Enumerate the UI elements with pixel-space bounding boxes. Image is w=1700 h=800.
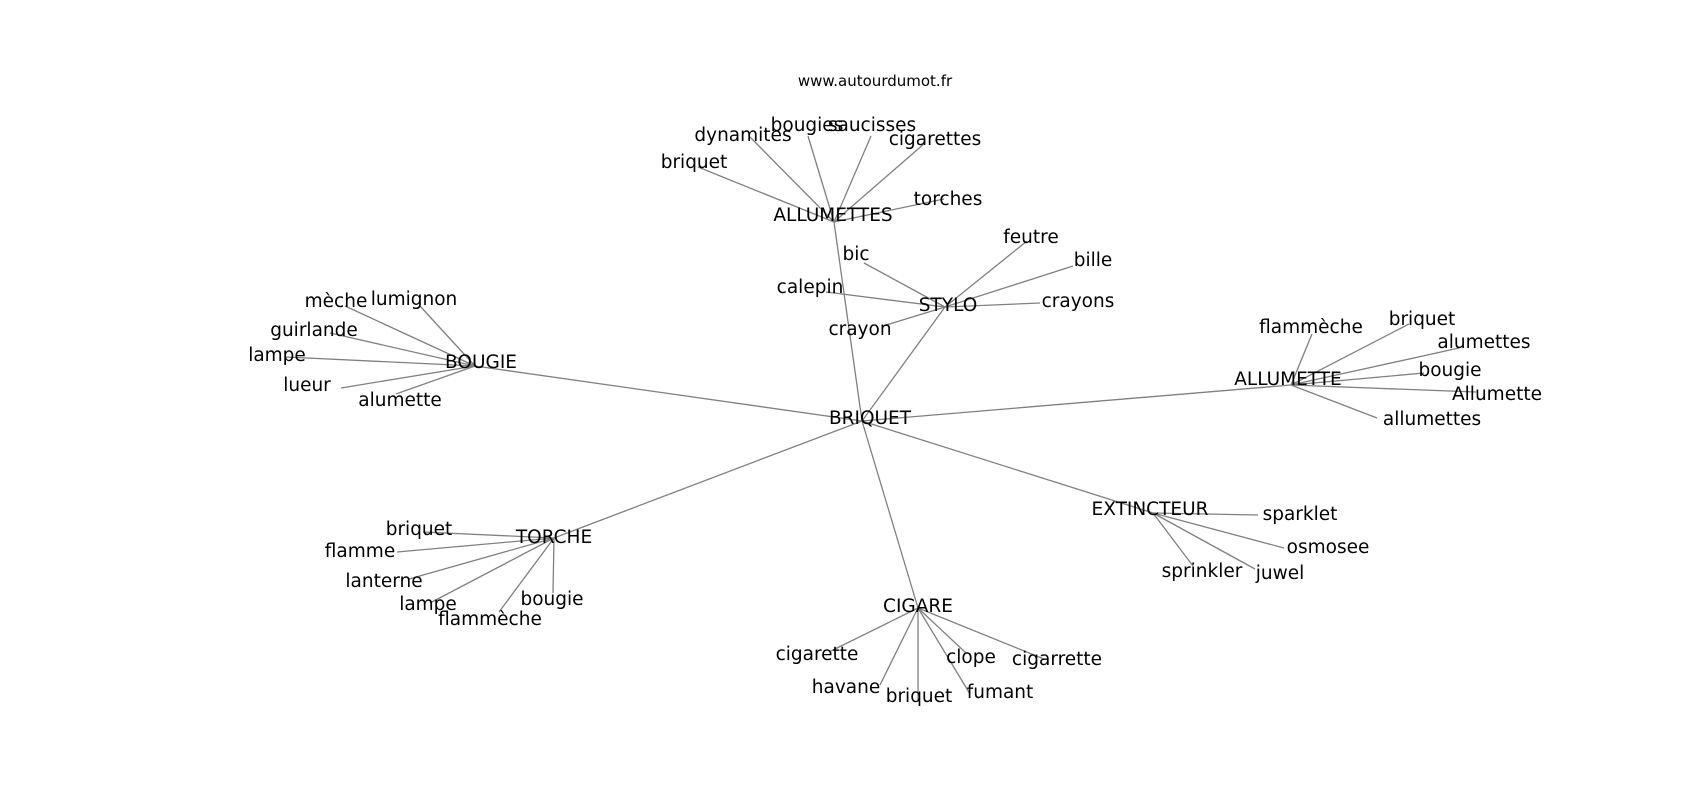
edge-extincteur-osmosee: [1152, 512, 1285, 549]
edge-allumette-flammeche: [1290, 333, 1313, 386]
edge-allumettes-dynamites: [749, 136, 835, 223]
leaf-bougie-lueur: lueur: [283, 375, 331, 396]
edge-stylo-crayons: [944, 302, 1041, 308]
leaf-allumette-allumette: Allumette: [1452, 384, 1542, 405]
leaf-cigare-cigarrette: cigarrette: [1012, 649, 1102, 670]
graph-labels: ALLUMETTES briquet dynamitesbougiessauciss…: [248, 115, 1542, 707]
edge-allumettes-cigarettes: [833, 142, 926, 223]
edge-center-cigare: [861, 420, 919, 609]
leaf-stylo-calepin: calepin: [777, 277, 844, 298]
leaf-bougie-lampe: lampe: [248, 345, 306, 366]
edge-allumettes-briquet: [697, 166, 835, 223]
source-url: www.autourdumot.fr: [797, 72, 953, 90]
edge-bougie-guirlande: [329, 332, 476, 367]
edge-cigare-fumant: [917, 607, 971, 695]
leaf-stylo-crayon: crayon: [828, 319, 891, 340]
leaf-allumettes-cigarettes: cigarettes: [889, 129, 982, 150]
edge-stylo-crayon: [882, 306, 946, 327]
leaf-allumettes-dynamites: dynamites: [694, 125, 791, 146]
edge-allumette-bougie: [1290, 372, 1425, 386]
leaf-stylo-bille: bille: [1074, 250, 1113, 271]
edge-stylo-calepin: [825, 291, 946, 308]
edge-bougie-lueur: [340, 365, 476, 389]
leaf-extincteur-juwel: juwel: [1255, 563, 1305, 584]
leaf-bougie-lumignon: lumignon: [371, 289, 458, 310]
leaf-cigare-fumant: fumant: [967, 682, 1034, 703]
leaf-torche-flammeche: flammèche: [438, 609, 542, 630]
leaf-cigare-cigarette: cigarette: [776, 644, 859, 665]
graph-edges: [285, 135, 1477, 702]
edge-torche-lanterne: [408, 537, 555, 580]
node-stylo: STYLO: [919, 295, 978, 316]
leaf-allumette-alumettes: alumettes: [1437, 332, 1530, 353]
leaf-allumettes-torches: torches: [914, 189, 983, 210]
node-allumettes: ALLUMETTES: [773, 205, 892, 226]
edge-allumette-alumettes: [1290, 347, 1460, 386]
edge-extincteur-sparklet: [1152, 512, 1259, 516]
edge-stylo-feutre: [944, 240, 1028, 308]
leaf-allumette-briquet: briquet: [1389, 309, 1456, 330]
edge-center-stylo: [861, 306, 946, 422]
edge-allumette-allumette: [1290, 384, 1477, 393]
leaf-allumette-bougie: bougie: [1418, 360, 1481, 381]
leaf-torche-bougie: bougie: [520, 589, 583, 610]
edge-allumette-briquet: [1290, 323, 1410, 386]
edge-center-extincteur: [861, 420, 1154, 514]
edge-allumette-allumettes: [1290, 384, 1378, 419]
leaf-cigare-clope: clope: [946, 647, 996, 668]
node-allumette: ALLUMETTE: [1234, 369, 1342, 390]
leaf-torche-lanterne: lanterne: [345, 571, 422, 592]
leaf-stylo-crayons: crayons: [1042, 291, 1115, 312]
edge-stylo-bic: [863, 262, 946, 308]
edge-torche-lampe: [429, 537, 555, 604]
edge-cigare-clope: [917, 607, 967, 654]
edge-allumettes-torches: [833, 198, 945, 223]
leaf-stylo-feutre: feutre: [1003, 227, 1058, 248]
edge-torche-flamme: [396, 537, 555, 553]
node-extincteur: EXTINCTEUR: [1092, 499, 1209, 520]
node-cigare: CIGARE: [883, 596, 953, 617]
leaf-bougie-alumette: alumette: [358, 390, 442, 411]
edge-allumettes-saucisses: [833, 135, 872, 223]
node-center-briquet: BRIQUET: [829, 408, 912, 429]
edge-bougie-alumette: [395, 365, 476, 395]
leaf-torche-flamme: flamme: [325, 541, 395, 562]
edge-torche-bougie: [552, 537, 555, 594]
leaf-bougie-meche: mèche: [305, 291, 368, 312]
edge-center-allumettes: [833, 221, 863, 422]
edge-torche-flammeche: [498, 537, 555, 613]
node-torche: TORCHE: [515, 527, 592, 548]
leaf-extincteur-osmosee: osmosee: [1287, 537, 1370, 558]
edge-bougie-lampe: [285, 356, 476, 367]
edge-cigare-cigarette: [830, 607, 919, 652]
leaf-cigare-briquet: briquet: [886, 686, 953, 707]
leaf-extincteur-sprinkler: sprinkler: [1162, 561, 1243, 582]
edge-center-bougie: [474, 365, 863, 422]
edge-center-allumette: [861, 384, 1292, 422]
edge-cigare-cigarrette: [917, 607, 1045, 660]
leaf-allumette-allumettes: allumettes: [1383, 409, 1481, 430]
edge-bougie-meche: [344, 305, 476, 367]
leaf-allumettes-bougies: bougies: [771, 115, 844, 136]
leaf-stylo-bic: bic: [842, 244, 869, 265]
leaf-bougie-guirlande: guirlande: [270, 320, 358, 341]
edge-extincteur-sprinkler: [1152, 512, 1194, 567]
leaf-allumettes-saucisses: saucisses: [828, 115, 916, 136]
leaf-torche-lampe: lampe: [399, 594, 457, 615]
edge-torche-briquet: [422, 531, 555, 539]
leaf-torche-briquet: briquet: [386, 519, 453, 540]
edge-center-torche: [553, 420, 863, 539]
node-bougie: BOUGIE: [445, 352, 517, 373]
edge-stylo-bille: [944, 265, 1074, 308]
edge-cigare-havane: [879, 607, 919, 686]
leaf-allumette-flammeche: flammèche: [1259, 317, 1363, 338]
leaf-cigare-havane: havane: [812, 677, 880, 698]
leaf-allumettes-briquet: briquet: [661, 152, 728, 173]
edge-extincteur-juwel: [1152, 512, 1256, 570]
leaf-extincteur-sparklet: sparklet: [1263, 504, 1338, 525]
edge-bougie-lumignon: [419, 305, 476, 367]
edge-allumettes-bougies: [807, 135, 835, 223]
